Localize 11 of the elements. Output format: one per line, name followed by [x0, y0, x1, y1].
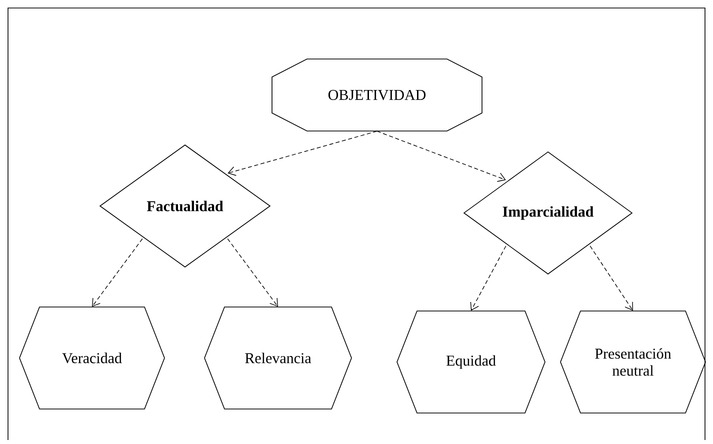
- hexagon-box: Presentación neutral: [560, 310, 706, 414]
- octagon-box: OBJETIVIDAD: [272, 58, 482, 132]
- hexagon-box: Veracidad: [19, 306, 165, 410]
- arrow: [376, 130, 506, 182]
- arrow: [92, 238, 143, 307]
- arrow: [470, 246, 506, 311]
- arrow: [228, 130, 378, 176]
- hexagon-box: Equidad: [396, 310, 546, 414]
- arrow: [227, 238, 278, 307]
- hexagon-box: Relevancia: [204, 306, 352, 410]
- arrow: [590, 246, 633, 311]
